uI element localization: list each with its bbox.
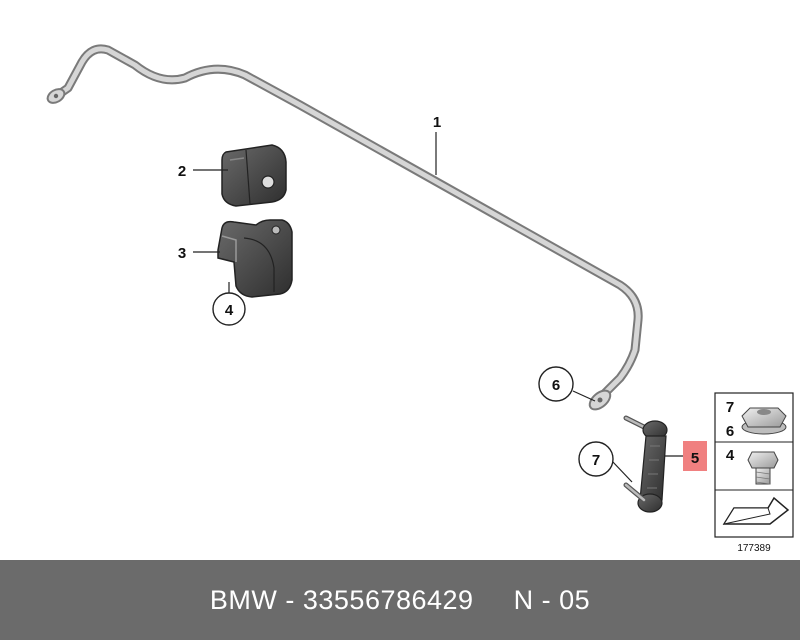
footer-position: N - 05 xyxy=(513,584,591,615)
callout-5-highlight xyxy=(683,441,707,471)
hex-bolt-icon xyxy=(747,451,779,485)
callout-7: 7 xyxy=(592,452,600,469)
footer-bar: BMW - 33556786429 N - 05 xyxy=(0,560,800,640)
callout-7-circle xyxy=(578,441,614,477)
footer-part-number: 33556786429 xyxy=(302,584,474,615)
callout-4: 4 xyxy=(225,302,234,319)
callout-3: 3 xyxy=(178,245,186,262)
callout-5: 5 xyxy=(691,450,699,467)
diagram-number: 177389 xyxy=(737,543,771,554)
bushing-bracket[interactable] xyxy=(217,219,293,298)
footer-text: BMW - 33556786429 N - 05 xyxy=(209,584,591,615)
legend-nut-callout-6: 6 xyxy=(726,423,734,440)
footer-brand: BMW xyxy=(209,584,278,615)
callout-2: 2 xyxy=(178,163,186,180)
callout-1: 1 xyxy=(433,114,441,131)
direction-arrow-icon xyxy=(722,496,790,525)
stabilizer-bar[interactable] xyxy=(45,44,643,413)
legend-bolt-callout-4: 4 xyxy=(726,447,735,464)
leader-lines xyxy=(193,132,683,483)
exploded-parts-diagram: 1 2 3 4 6 7 5 7 6 4 17 xyxy=(45,44,794,554)
callout-4-circle xyxy=(212,292,246,326)
legend-nut-callout-7: 7 xyxy=(726,399,734,416)
nut-bolt-legend xyxy=(714,392,794,538)
callout-6-circle xyxy=(538,366,574,402)
callout-6: 6 xyxy=(552,377,560,394)
stabilizer-link[interactable] xyxy=(623,415,668,513)
hex-nut-icon xyxy=(741,407,787,435)
rubber-bushing[interactable] xyxy=(221,144,287,207)
